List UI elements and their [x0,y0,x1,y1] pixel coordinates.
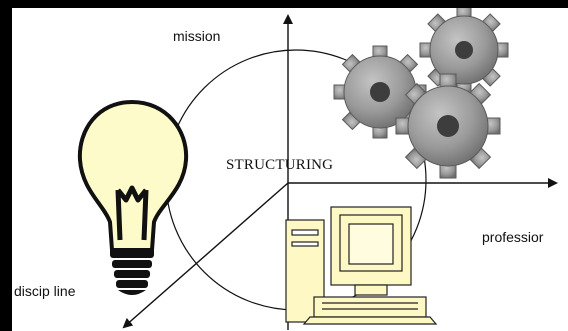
lightbulb-icon [77,99,189,295]
gears-icon [333,8,509,179]
diagram-panel: mission STRUCTURING professior discip li… [12,8,568,331]
profession-label: professior [482,229,544,245]
discipline-axis [122,182,289,329]
structuring-label: STRUCTURING [226,157,334,173]
diagram-graphics [77,8,558,330]
computer-icon [285,206,438,325]
mission-label: mission [173,28,221,44]
discipline-label: discip line [14,283,76,299]
